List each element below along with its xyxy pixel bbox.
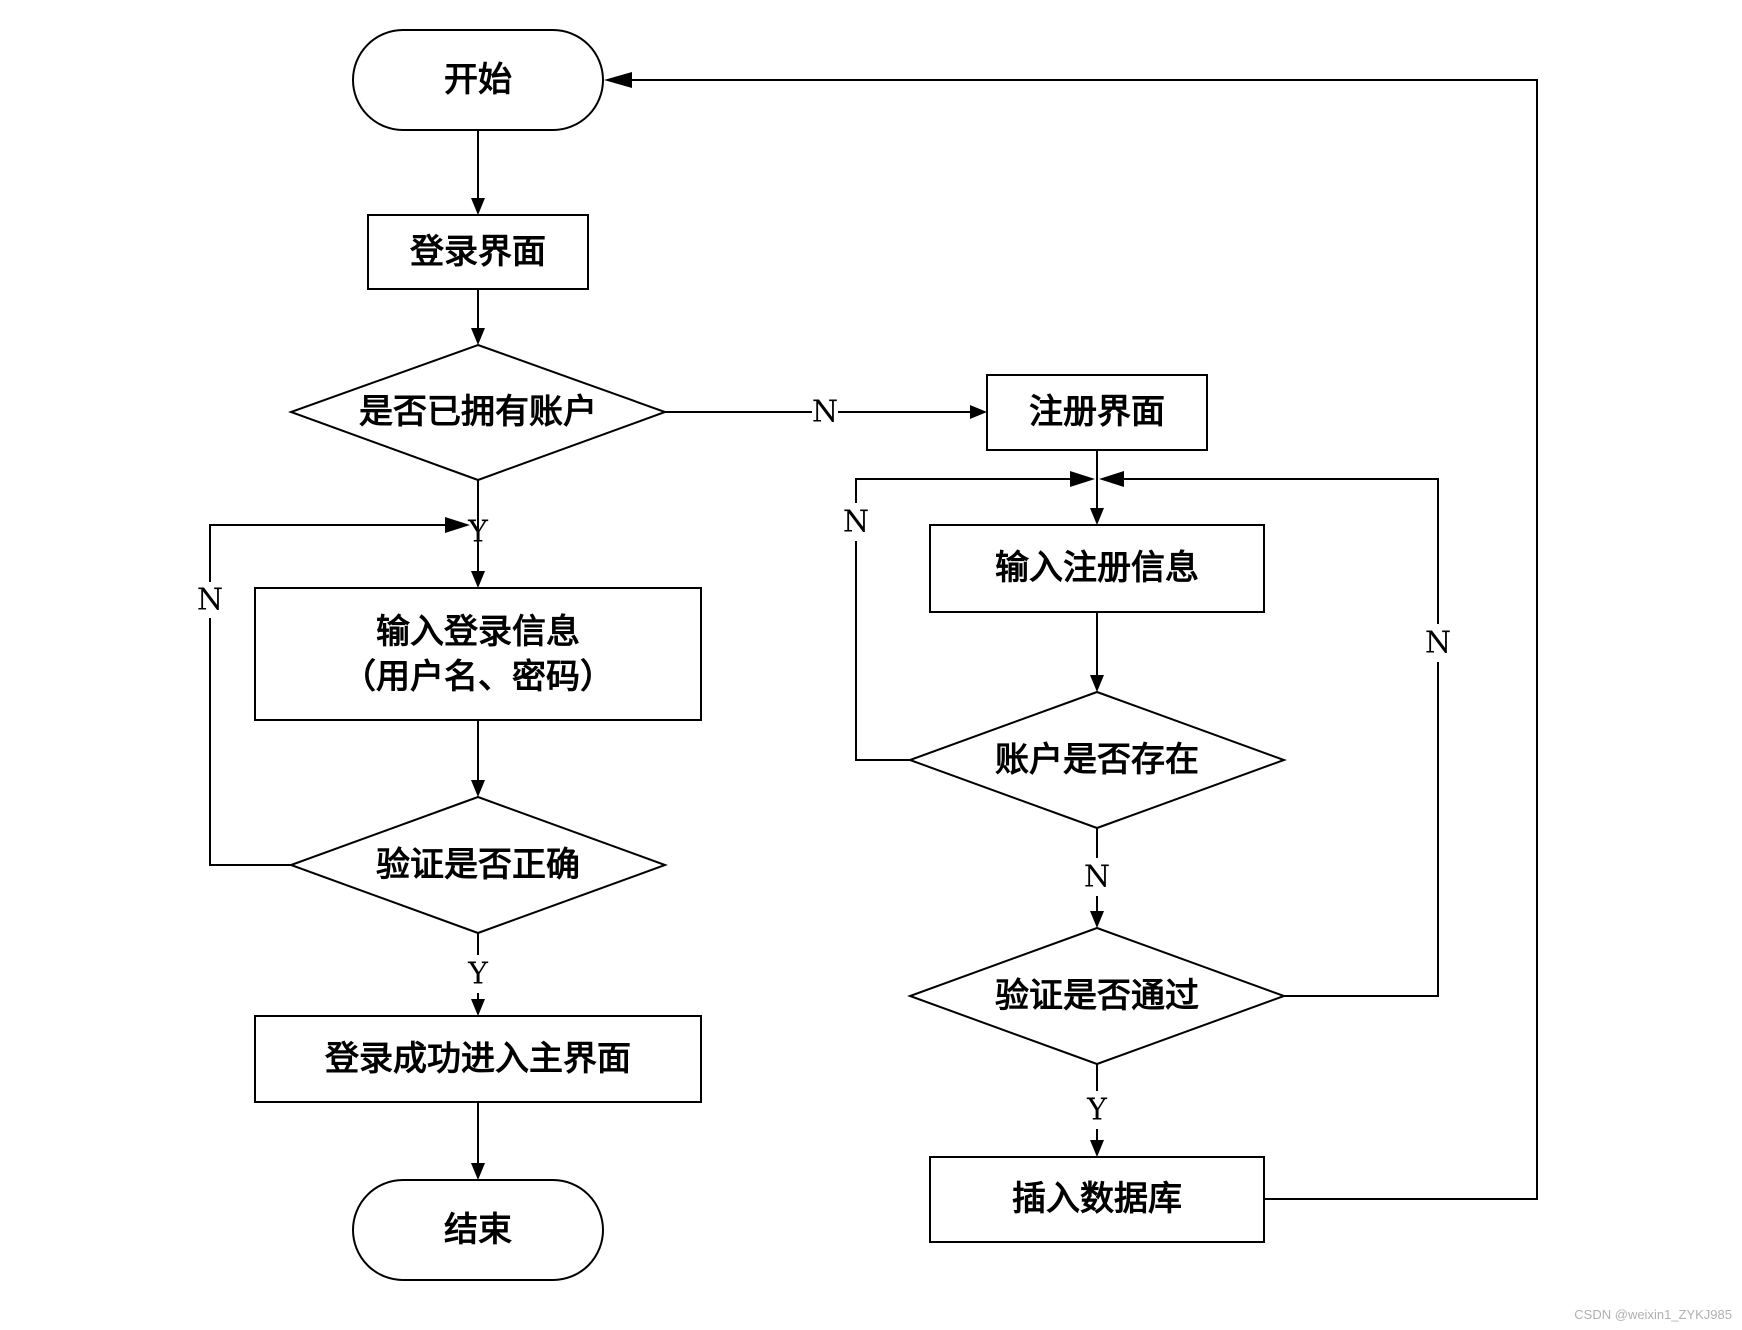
edge-label-has-account-yes: Y [467, 515, 489, 550]
arrowhead [1099, 471, 1124, 487]
watermark: CSDN @weixin1_ZYKJ985 [1574, 1307, 1732, 1322]
account-exists-label: 账户是否存在 [995, 740, 1199, 780]
arrowhead [1090, 675, 1104, 692]
login-success-box [254, 1015, 702, 1103]
input-login-box [254, 587, 702, 721]
edge-account-exists-loop [855, 478, 1070, 761]
label-bg [198, 582, 222, 618]
arrowhead [970, 405, 987, 419]
login-screen-box [367, 214, 589, 290]
arrowhead [604, 72, 632, 88]
edge-label-verify-correct-yes: Y [467, 957, 489, 992]
edge-label-verify-passed-yes: Y [1086, 1093, 1108, 1128]
input-register-box [929, 524, 1265, 613]
arrowhead [471, 328, 485, 345]
register-screen-label: 注册界面 [1029, 392, 1165, 432]
label-bg [812, 394, 838, 430]
verify-correct-label: 验证是否正确 [376, 845, 580, 885]
input-login-label-line2: （用户名、密码） [342, 657, 614, 697]
verify-passed-label: 验证是否通过 [995, 976, 1199, 1016]
edge-verify-correct-no [209, 524, 445, 866]
arrowhead [1090, 508, 1104, 525]
arrowhead [1090, 911, 1104, 928]
end-label: 结束 [444, 1210, 512, 1250]
edge-label-verify-correct-no: N [197, 583, 223, 618]
insert-db-label: 插入数据库 [1012, 1179, 1182, 1219]
edge-label-account-exists-no: N [1084, 860, 1110, 895]
arrowhead [1090, 1140, 1104, 1157]
insert-db-box [929, 1156, 1265, 1243]
arrowhead [471, 198, 485, 215]
label-bg [466, 955, 490, 993]
arrowhead [445, 517, 470, 533]
arrowhead [471, 999, 485, 1016]
arrowhead [471, 1163, 485, 1180]
label-bg [1085, 858, 1109, 896]
login-success-label: 登录成功进入主界面 [324, 1039, 631, 1079]
arrowhead [471, 780, 485, 797]
edge-label-account-exists-loop: N [843, 505, 869, 540]
edge-insert-to-start [632, 79, 1538, 1200]
register-screen-box [986, 374, 1208, 451]
label-bg [844, 503, 868, 541]
input-login-label-line1: 输入登录信息 [376, 612, 580, 652]
edge-label-has-account-no: N [812, 395, 838, 430]
login-screen-label: 登录界面 [409, 232, 546, 272]
edge-label-verify-passed-no: N [1425, 626, 1451, 661]
has-account-label: 是否已拥有账户 [359, 392, 597, 432]
arrowhead [471, 571, 485, 588]
label-bg [1426, 624, 1450, 662]
start-label: 开始 [444, 60, 512, 100]
edge-verify-passed-no [1124, 478, 1439, 997]
label-bg [1085, 1091, 1109, 1129]
arrowhead [1070, 471, 1095, 487]
input-register-label: 输入注册信息 [995, 548, 1199, 588]
